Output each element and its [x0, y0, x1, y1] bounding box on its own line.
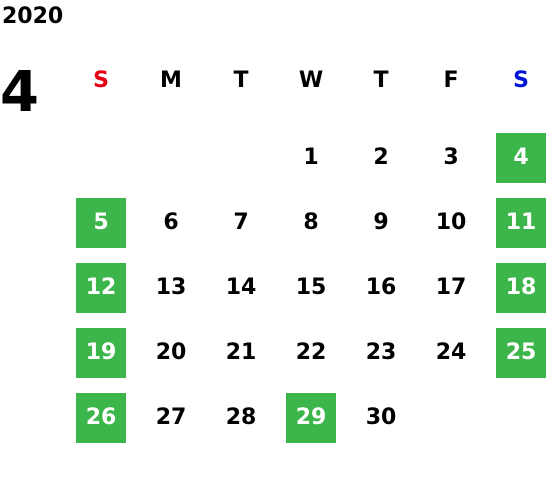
day-number: 23: [365, 340, 397, 365]
weekday-header-row: S M T W T F S: [66, 55, 548, 105]
holiday-day-number: 5: [76, 197, 126, 248]
day-cell: 5: [66, 190, 136, 255]
day-number: 3: [443, 145, 459, 170]
day-cell: 15: [276, 255, 346, 320]
day-number: 9: [373, 210, 389, 235]
holiday-day-number: 25: [496, 327, 546, 378]
weekday-label-saturday: S: [513, 67, 529, 93]
day-cell: 9: [346, 190, 416, 255]
day-cell: 13: [136, 255, 206, 320]
day-number: 30: [365, 405, 397, 430]
day-number: 14: [225, 275, 257, 300]
day-cell: 22: [276, 320, 346, 385]
day-cell: 3: [416, 125, 486, 190]
empty-day-cell: [136, 125, 206, 190]
day-number: 7: [233, 210, 249, 235]
day-number: 10: [435, 210, 467, 235]
weekday-label-sunday: S: [93, 67, 109, 93]
day-number: 27: [155, 405, 187, 430]
day-cell: 26: [66, 385, 136, 450]
day-cell: 8: [276, 190, 346, 255]
day-cell: 19: [66, 320, 136, 385]
day-cell: 11: [486, 190, 548, 255]
day-number: 28: [225, 405, 257, 430]
day-number: 16: [365, 275, 397, 300]
day-cell: 4: [486, 125, 548, 190]
holiday-day-number: 12: [76, 262, 126, 313]
weekday-label-monday: M: [160, 67, 182, 93]
holiday-day-number: 29: [286, 392, 336, 443]
day-cell: 25: [486, 320, 548, 385]
day-cell: 21: [206, 320, 276, 385]
day-cell: 27: [136, 385, 206, 450]
day-cell: 7: [206, 190, 276, 255]
day-cell: 10: [416, 190, 486, 255]
day-cell: 1: [276, 125, 346, 190]
year-label: 2020: [2, 4, 64, 29]
day-number: 1: [303, 145, 319, 170]
month-number: 4: [0, 60, 39, 125]
day-cell: 29: [276, 385, 346, 450]
holiday-day-number: 19: [76, 327, 126, 378]
holiday-day-number: 18: [496, 262, 546, 313]
day-cell: 30: [346, 385, 416, 450]
day-number: 15: [295, 275, 327, 300]
day-number: 24: [435, 340, 467, 365]
holiday-day-number: 11: [496, 197, 546, 248]
day-number: 17: [435, 275, 467, 300]
day-number: 22: [295, 340, 327, 365]
holiday-day-number: 26: [76, 392, 126, 443]
empty-day-cell: [206, 125, 276, 190]
day-number: 21: [225, 340, 257, 365]
day-cell: 6: [136, 190, 206, 255]
weekday-label-friday: F: [443, 67, 459, 93]
day-number: 8: [303, 210, 319, 235]
day-cell: 20: [136, 320, 206, 385]
day-cell: 12: [66, 255, 136, 320]
day-number: 20: [155, 340, 187, 365]
day-cell: 14: [206, 255, 276, 320]
weekday-label-tuesday: T: [233, 67, 249, 93]
day-cell: 16: [346, 255, 416, 320]
day-cell: 23: [346, 320, 416, 385]
day-cell: 24: [416, 320, 486, 385]
weekday-label-thursday: T: [373, 67, 389, 93]
day-cell: 28: [206, 385, 276, 450]
holiday-day-number: 4: [496, 132, 546, 183]
day-number: 13: [155, 275, 187, 300]
day-cell: 17: [416, 255, 486, 320]
day-cell: 18: [486, 255, 548, 320]
day-cell: 2: [346, 125, 416, 190]
weekday-label-wednesday: W: [298, 67, 324, 93]
day-number: 2: [373, 145, 389, 170]
empty-day-cell: [66, 125, 136, 190]
day-number: 6: [163, 210, 179, 235]
